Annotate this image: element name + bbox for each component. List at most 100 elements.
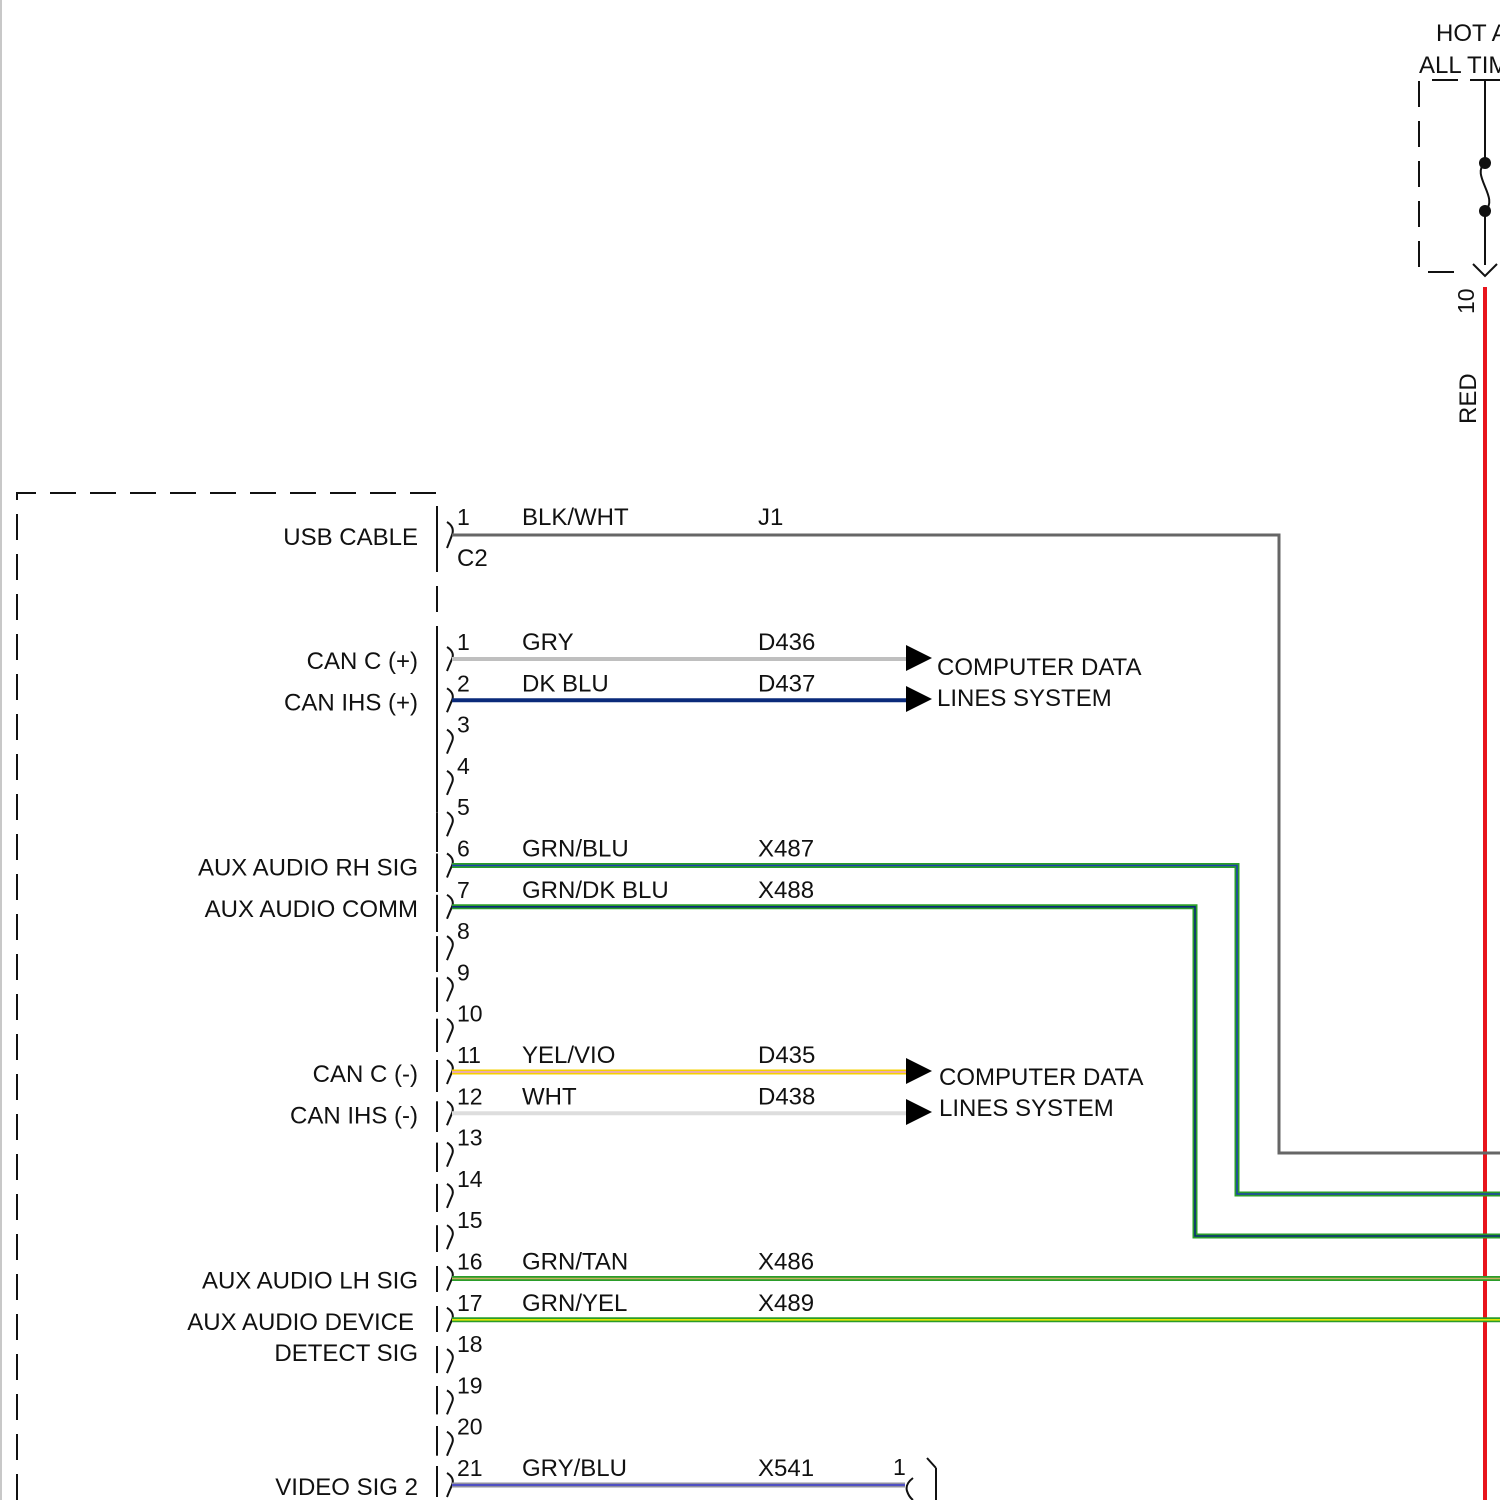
pin-bracket-icon [447,771,453,795]
destination-lower-line1: COMPUTER DATA [939,1064,1143,1091]
pin-number: 19 [457,1372,483,1398]
pin-function-label: CAN C (+) [307,648,418,675]
pin-bracket-icon [447,1349,453,1373]
destination-upper: COMPUTER DATA LINES SYSTEM [906,645,1141,712]
circuit-label: D436 [758,629,815,656]
pin-function-label: AUX AUDIO COMM [205,896,418,923]
wire-color-label: GRN/YEL [522,1290,627,1317]
pin-bracket-icon [447,1143,453,1167]
connector-c2-label: C2 [457,545,488,572]
pin-number: 2 [457,670,470,696]
pin-bracket-icon [447,1473,453,1497]
pin-bracket-icon [447,1101,453,1125]
pin-bracket-icon [447,1308,453,1332]
fuse-box-outline [1419,80,1458,272]
circuit-label: D437 [758,670,815,697]
pin-bracket-icon [447,812,453,836]
circuit-label: D438 [758,1083,815,1110]
circuit-label: X488 [758,877,814,904]
pin-bracket-icon [447,854,453,878]
pin-function-label: CAN IHS (+) [284,689,418,716]
pin-number: 14 [457,1166,483,1192]
pin-number: 16 [457,1249,483,1275]
wire-color-label: GRN/DK BLU [522,877,669,904]
usb-cable-label: USB CABLE [283,524,418,551]
circuit-label: X487 [758,836,814,863]
pin-function-label: DETECT SIG [274,1340,418,1367]
pin-number: 10 [457,1001,483,1027]
pin-number: 17 [457,1290,483,1316]
pin-number: 3 [457,712,470,738]
wire-color-label: WHT [522,1083,577,1110]
video-connector-bracket-icon [907,1478,913,1500]
arrow-icon [906,686,932,712]
circuit-label: D435 [758,1042,815,1069]
video-connector-top [927,1458,936,1468]
usb-pin-number: 1 [457,504,470,530]
pin-function-label: AUX AUDIO DEVICE [187,1309,414,1336]
pin-function-label: CAN IHS (-) [290,1102,418,1129]
usb-wire-color: BLK/WHT [522,504,629,531]
pin-bracket-icon [447,1019,453,1043]
video-connector: 1 [893,1454,936,1500]
pin-bracket-icon [447,1060,453,1084]
arrow-icon [906,1099,932,1125]
usb-circuit: J1 [758,504,783,531]
wire-tracer-stripe [452,866,1500,1195]
pin-bracket-icon [447,1184,453,1208]
pin-number: 20 [457,1414,483,1440]
pin-number: 21 [457,1455,483,1481]
hot-label-line1: HOT A [1436,20,1500,47]
hot-label-line2: ALL TIM [1419,52,1500,79]
arrow-icon [906,1058,932,1084]
pin-number: 13 [457,1125,483,1151]
wire [452,866,1500,1195]
power-wire-color: RED [1455,373,1482,424]
circuit-label: X489 [758,1290,814,1317]
pin-bracket-icon [447,1390,453,1414]
pin-bracket-icon [447,1225,453,1249]
pin-number: 8 [457,918,470,944]
wire-color-label: GRY [522,629,574,656]
usb-cavity-bracket-icon [447,522,453,548]
pin-function-label: AUX AUDIO LH SIG [202,1268,418,1295]
pin-bracket-icon [447,895,453,919]
fuse-icon [1481,163,1490,211]
pin-number: 1 [457,629,470,655]
pin-number: 4 [457,753,470,779]
pin-bracket-icon [447,688,453,712]
pin-bracket-icon [447,1267,453,1291]
pin-function-label: AUX AUDIO RH SIG [198,855,418,882]
destination-upper-line1: COMPUTER DATA [937,654,1141,681]
power-pin-number: 10 [1453,288,1479,314]
pin-number: 18 [457,1331,483,1357]
wire-color-label: GRY/BLU [522,1455,627,1482]
pin-bracket-icon [447,977,453,1001]
arrow-icon [906,645,932,671]
destination-lower: COMPUTER DATA LINES SYSTEM [906,1058,1143,1125]
destination-lower-line2: LINES SYSTEM [939,1095,1114,1122]
wire-color-label: YEL/VIO [522,1042,615,1069]
circuit-label: X541 [758,1455,814,1482]
pin-function-label: VIDEO SIG 2 [275,1474,418,1500]
pin-bracket-icon [447,730,453,754]
pin-number: 7 [457,877,470,903]
circuit-label: X486 [758,1249,814,1276]
pin-number: 6 [457,836,470,862]
wire-color-label: DK BLU [522,670,609,697]
pin-bracket-icon [447,1432,453,1456]
video-dest-pin-number: 1 [893,1454,906,1480]
pin-number: 9 [457,959,470,985]
pin-number: 11 [457,1042,481,1068]
wire-color-label: GRN/TAN [522,1249,628,1276]
pin-number: 12 [457,1083,483,1109]
pin-number: 15 [457,1207,483,1233]
pin-function-label: CAN C (-) [313,1061,418,1088]
pin-number: 5 [457,794,470,820]
power-connector-chevron-icon [1473,264,1497,276]
pin-bracket-icon [447,647,453,671]
destination-upper-line2: LINES SYSTEM [937,685,1112,712]
wire-color-label: GRN/BLU [522,836,629,863]
